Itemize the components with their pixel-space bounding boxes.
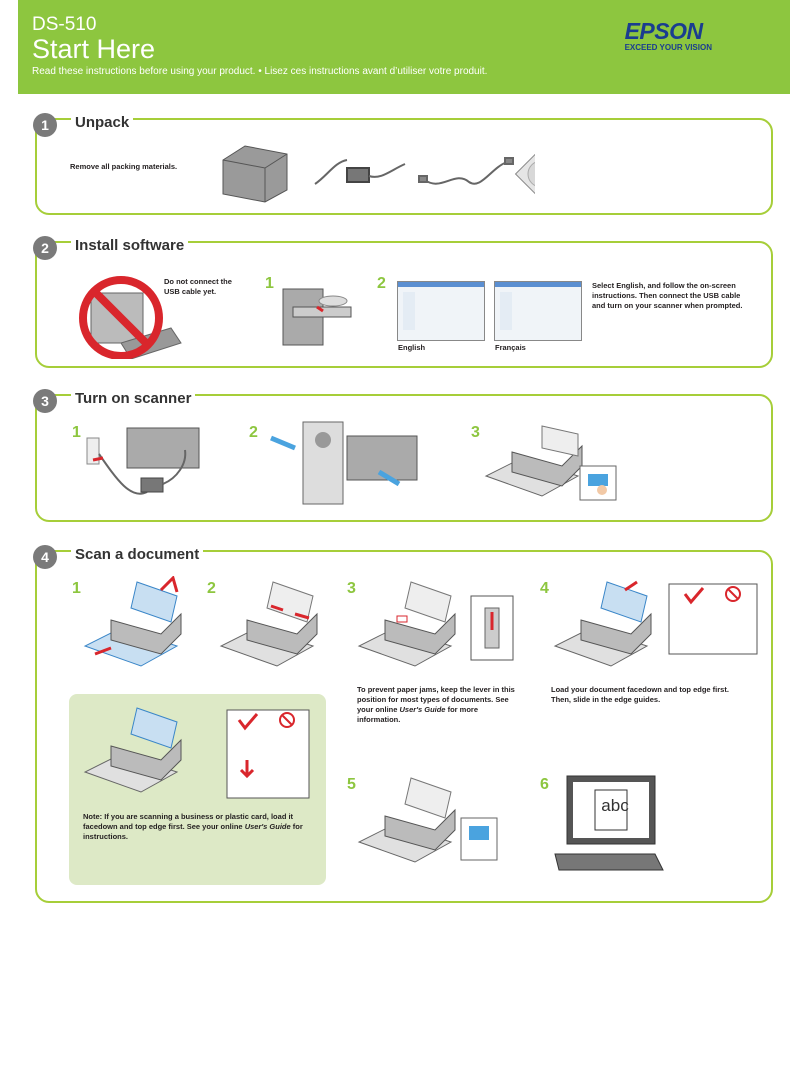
section-number: 4 [33, 545, 57, 569]
section-title: Install software [71, 237, 189, 254]
section-number: 2 [33, 236, 57, 260]
section-install-software: 2 Install software Do not connect the US… [33, 236, 773, 368]
start-button-illustration [357, 777, 498, 863]
header-banner: DS-510 Start Here Read these instruction… [18, 0, 790, 94]
step-number: 1 [72, 580, 81, 597]
step-number: 3 [471, 424, 480, 441]
prohibited-icon [79, 276, 163, 359]
unpack-text: Remove all packing materials. [70, 162, 178, 171]
install-instructions: Select English, and follow the on-screen… [592, 281, 743, 311]
cd-icon [514, 147, 535, 201]
step-number: 2 [377, 275, 386, 292]
installer-screen-english [397, 281, 485, 341]
epson-logo: EPSON EXCEED YOUR VISION [625, 18, 712, 52]
power-button-icon [588, 474, 608, 486]
open-trays-illustration [83, 576, 182, 667]
edge-guides-illustration [219, 581, 318, 667]
monitor-illustration [554, 775, 664, 871]
start-button-icon [469, 826, 489, 840]
step-number: 3 [347, 580, 356, 597]
usb-connect-illustration [270, 421, 418, 505]
card-scanning-illustration [83, 707, 310, 799]
section-title: Scan a document [71, 546, 204, 563]
check-icon [237, 713, 259, 731]
section-number: 1 [33, 113, 57, 137]
step-number: 2 [249, 424, 258, 441]
note-text: Note: If you are scanning a business or … [83, 812, 303, 842]
arrow-down-icon [239, 760, 255, 779]
check-icon [683, 587, 705, 605]
power-connect-illustration [86, 427, 200, 495]
abc-document: abc [601, 796, 629, 815]
brand-tagline: EXCEED YOUR VISION [624, 43, 712, 52]
power-button-illustration [484, 425, 617, 501]
package-contents-illustration [222, 145, 535, 203]
french-label: Français [495, 343, 526, 352]
section-title: Turn on scanner [71, 390, 196, 407]
usb-warning: Do not connect the USB cable yet. [164, 277, 232, 297]
lever-position-illustration [357, 581, 514, 667]
installer-screen-french [494, 281, 582, 341]
note-box: Note: If you are scanning a business or … [69, 694, 326, 885]
page-title: Start Here [32, 34, 156, 64]
prohibited-icon [725, 586, 741, 602]
model-name: DS-510 [32, 14, 97, 35]
step-number: 4 [540, 580, 549, 597]
lever-instructions: To prevent paper jams, keep the lever in… [357, 685, 515, 725]
english-label: English [398, 343, 426, 352]
header-subtitle: Read these instructions before using you… [32, 66, 488, 77]
power-adapter-icon [314, 159, 406, 185]
step-number: 5 [347, 776, 356, 793]
prohibited-icon [279, 712, 295, 728]
brand-name: EPSON [624, 18, 704, 44]
section-number: 3 [33, 389, 57, 413]
scanner-icon [222, 145, 288, 203]
step-number: 2 [207, 580, 216, 597]
step-number: 6 [540, 776, 549, 793]
section-title: Unpack [71, 114, 134, 131]
step-number: 1 [265, 275, 274, 292]
section-turn-on-scanner: 3 Turn on scanner 1 2 3 [33, 389, 773, 522]
load-document-illustration [553, 580, 758, 667]
no-usb-illustration [79, 276, 182, 359]
section-unpack: 1 Unpack Remove all packing materials. [33, 113, 773, 215]
load-instructions: Load your document facedown and top edge… [551, 685, 729, 705]
usb-cable-icon [418, 157, 514, 185]
insert-cd-illustration [282, 288, 352, 346]
step-number: 1 [72, 424, 81, 441]
